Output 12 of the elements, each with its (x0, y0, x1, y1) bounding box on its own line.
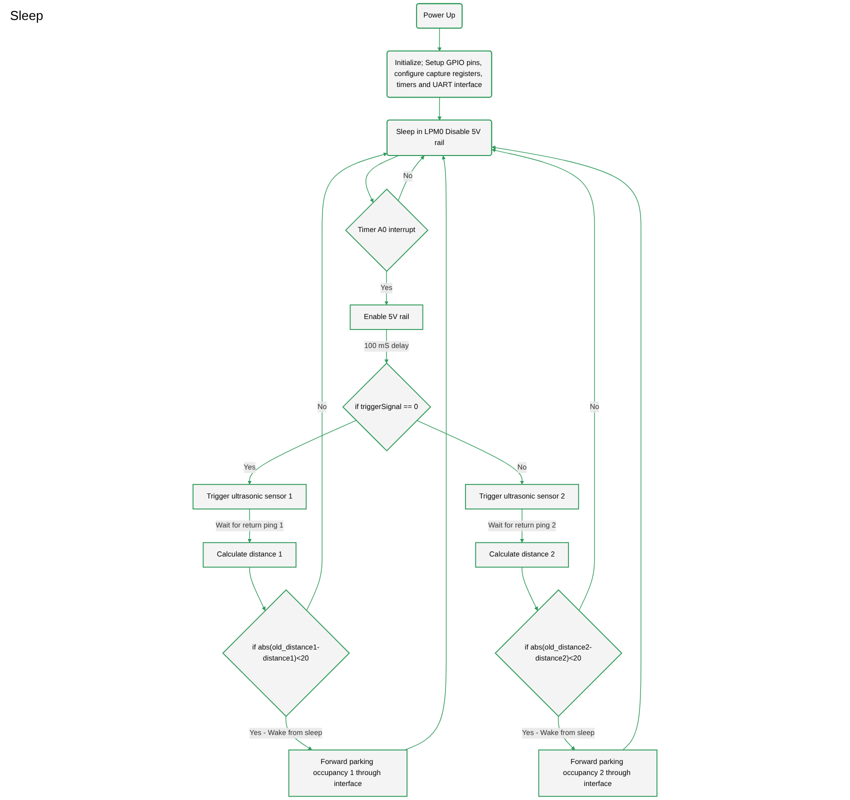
arrow (248, 420, 356, 485)
arrow (438, 28, 442, 52)
arrow (492, 148, 595, 611)
arrow (398, 156, 424, 202)
arrow (249, 566, 266, 611)
arrow (366, 155, 399, 203)
arrow (416, 420, 524, 485)
arrow (404, 156, 447, 750)
arrow (522, 566, 538, 611)
line-label: Sleep (10, 8, 44, 23)
arrow (384, 270, 388, 306)
arrow (438, 97, 442, 120)
